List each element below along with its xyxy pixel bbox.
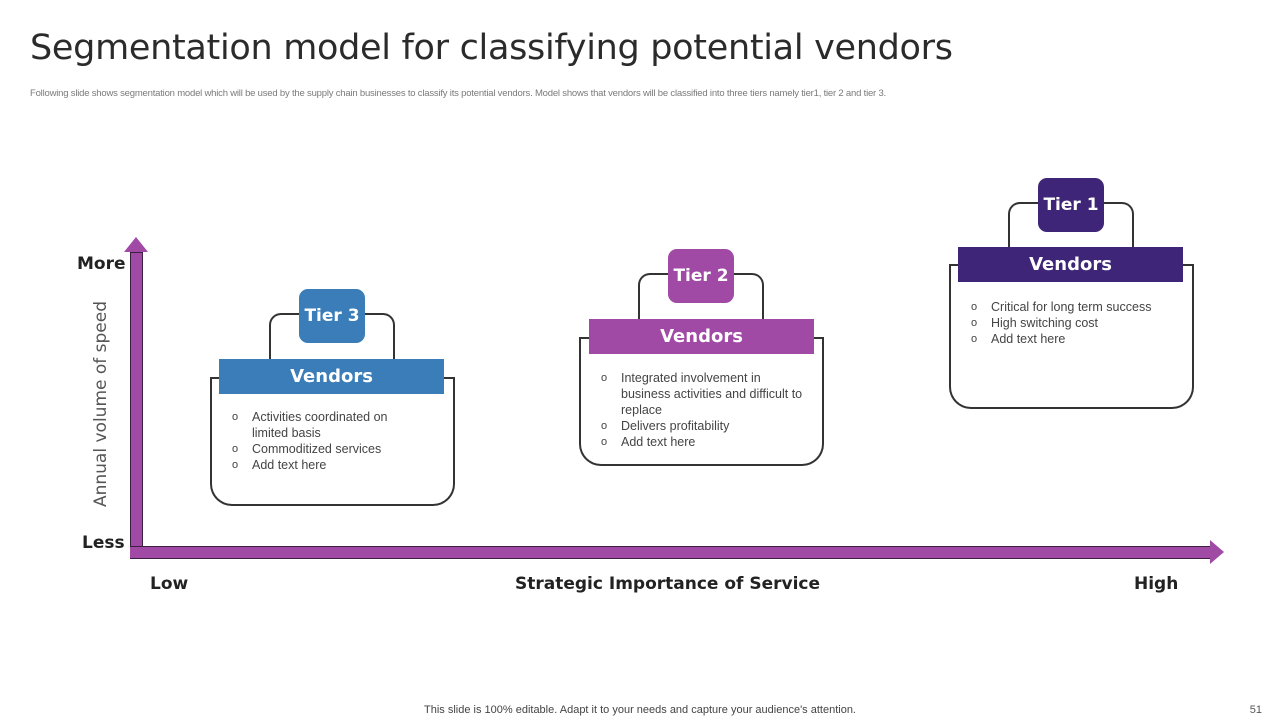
tier-3-badge: Tier 3 [299,289,365,343]
list-item: Add text here [601,434,806,450]
list-item: Activities coordinated on limited basis [232,409,417,441]
tier-1-bullet-list: Critical for long term success High swit… [971,299,1181,347]
tier-3-bullet-list: Activities coordinated on limited basis … [232,409,417,473]
list-item: Commoditized services [232,441,417,457]
y-axis-high-label: More [77,254,126,274]
slide-subtitle: Following slide shows segmentation model… [30,88,886,99]
tier-2-body-edge [579,337,591,339]
tier-2-card: Tier 2 Vendors Integrated involvement in… [579,249,824,467]
list-item: Integrated involvement in business activ… [601,370,806,418]
list-item: High switching cost [971,315,1181,331]
slide-footer: This slide is 100% editable. Adapt it to… [424,704,856,716]
tier-1-body-edge [949,264,961,266]
tier-2-vendors-band: Vendors [589,319,814,354]
tier-3-body-edge [210,377,222,379]
x-axis-low-label: Low [150,574,189,594]
tier-1-body-edge [1180,264,1192,266]
tier-1-badge: Tier 1 [1038,178,1104,232]
list-item: Add text here [232,457,417,473]
y-axis-arrow [130,252,143,555]
tier-3-body-edge [441,377,453,379]
x-axis-arrow [130,546,1211,559]
tier-3-card: Tier 3 Vendors Activities coordinated on… [210,289,455,507]
y-axis-arrowhead [124,237,148,252]
tier-1-vendors-band: Vendors [958,247,1183,282]
list-item: Add text here [971,331,1181,347]
tier-2-body-edge [810,337,822,339]
x-axis-arrowhead [1210,540,1224,564]
y-axis-low-label: Less [82,533,125,553]
x-axis-title: Strategic Importance of Service [515,574,821,594]
slide-title: Segmentation model for classifying poten… [30,28,953,68]
list-item: Delivers profitability [601,418,806,434]
tier-2-badge: Tier 2 [668,249,734,303]
x-axis-high-label: High [1134,574,1179,594]
y-axis-title: Annual volume of speed [91,300,111,508]
tier-1-card: Tier 1 Vendors Critical for long term su… [949,178,1194,410]
page-number: 51 [1249,704,1262,716]
tier-3-vendors-band: Vendors [219,359,444,394]
tier-2-bullet-list: Integrated involvement in business activ… [601,370,806,450]
list-item: Critical for long term success [971,299,1181,315]
